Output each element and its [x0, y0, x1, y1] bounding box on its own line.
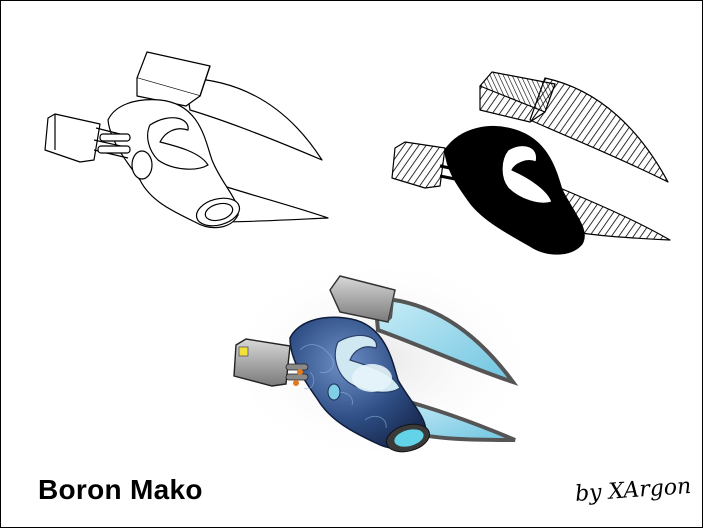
- ship-title: Boron Mako: [38, 474, 203, 505]
- ship-line-art: [44, 51, 329, 229]
- ship-hatched-sketch: [391, 71, 671, 255]
- ship-colored-render: [220, 255, 540, 465]
